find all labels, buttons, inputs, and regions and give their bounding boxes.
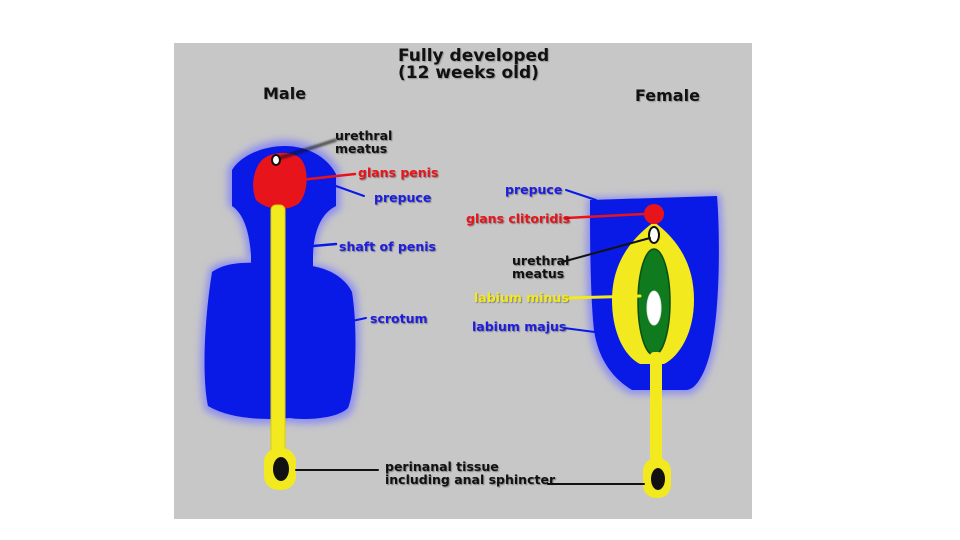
shaft-pointer [311, 242, 338, 248]
glans-penis-label: glans penis [358, 165, 439, 180]
female-diagram [547, 189, 723, 498]
scrotum-label: scrotum [370, 311, 428, 326]
labium-majus-label: labium majus [472, 319, 567, 334]
label-line: urethral [512, 253, 570, 268]
male-prepuce-label: prepuce [374, 190, 432, 205]
female-urethral-meatus-label: urethral meatus [512, 254, 569, 280]
glans-penis-shape [253, 152, 307, 209]
male-urethral-meatus-label: urethral meatus [335, 129, 392, 155]
glans-clitoridis-shape [644, 204, 664, 224]
glans-penis-pointer [298, 172, 357, 182]
label-line: meatus [335, 141, 388, 156]
prepuce-pointer-male [335, 185, 365, 197]
labium-minus-pointer [564, 294, 642, 300]
diagram-title: Fully developed (12 weeks old) [398, 46, 550, 83]
female-urethral-meatus-opening [648, 226, 660, 244]
female-prepuce-label: prepuce [505, 182, 563, 197]
glans-clitoridis-pointer [564, 212, 646, 220]
title-line-1: Fully developed [398, 46, 550, 66]
labium-majus-pointer [563, 327, 611, 335]
female-urethral-meatus-pointer [561, 237, 651, 263]
label-line: meatus [512, 266, 565, 281]
prepuce-pointer-female [565, 189, 597, 201]
urethral-meatus-pointer [279, 139, 337, 159]
label-line: urethral [335, 128, 393, 143]
label-line: perinanal tissue [385, 459, 499, 474]
female-anus [651, 468, 665, 490]
perianal-tissue-label: perinanal tissue including anal sphincte… [385, 460, 555, 486]
title-line-2: (12 weeks old) [398, 63, 539, 83]
male-heading: Male [263, 84, 307, 103]
male-diagram [200, 139, 379, 490]
urethral-meatus-opening [271, 154, 281, 166]
male-anus [273, 457, 289, 481]
vaginal-opening [646, 290, 662, 326]
glans-clitoridis-label: glans clitoridis [466, 211, 571, 226]
label-line: including anal sphincter [385, 472, 556, 487]
female-perineum [650, 352, 662, 464]
male-raphe [271, 205, 285, 460]
shaft-of-penis-label: shaft of penis [339, 239, 436, 254]
female-heading: Female [635, 86, 700, 105]
labium-minus-label: labium minus [474, 290, 569, 305]
scrotum-pointer [337, 317, 367, 325]
